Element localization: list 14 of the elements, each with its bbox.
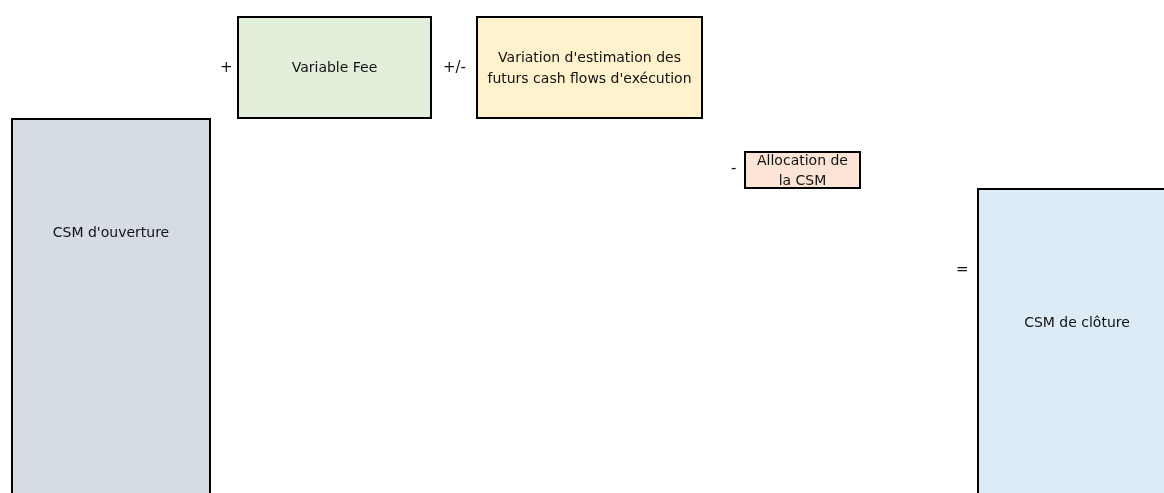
operator-sign: + (220, 58, 233, 76)
process-box (11, 118, 211, 493)
box-label: CSM de clôture (1024, 313, 1130, 332)
box-label: CSM d'ouverture (52, 223, 170, 242)
box-label: Variation d'estimation des futurs cash flows d'exécution (486, 48, 693, 88)
process-box (977, 188, 1164, 493)
operator-sign: +/- (443, 58, 467, 76)
process-box (237, 16, 432, 119)
process-box (476, 16, 703, 119)
box-label: Allocation de la CSM (756, 150, 849, 190)
operator-sign: - (731, 159, 737, 177)
box-label: Variable Fee (291, 58, 378, 78)
process-box (744, 151, 861, 189)
operator-sign: = (956, 260, 969, 278)
